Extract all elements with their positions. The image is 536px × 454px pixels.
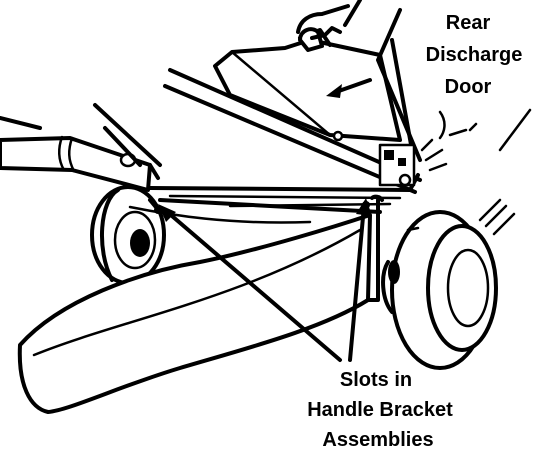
label-assemblies: Assemblies: [322, 429, 433, 451]
motion-marks: [420, 108, 532, 236]
rear-discharge-door: [213, 0, 422, 162]
right-wheel: [381, 210, 498, 370]
door-arrow-head: [326, 84, 342, 98]
slots-label: Slots in Handle Bracket Assemblies: [307, 369, 453, 451]
label-handle-bracket: Handle Bracket: [307, 399, 453, 421]
rear-discharge-door-label: Rear Discharge Door: [426, 12, 523, 98]
label-rear: Rear: [446, 12, 491, 34]
door-arrow: [334, 78, 372, 94]
label-discharge: Discharge: [426, 44, 523, 66]
label-slots-in: Slots in: [340, 369, 412, 391]
slots-leader-lines: [158, 198, 372, 362]
hand-drawing: [296, 0, 362, 40]
label-door: Door: [445, 76, 492, 98]
deck-frame: [148, 68, 422, 302]
grass-bag: [17, 198, 372, 414]
handle-tube: [0, 103, 162, 192]
